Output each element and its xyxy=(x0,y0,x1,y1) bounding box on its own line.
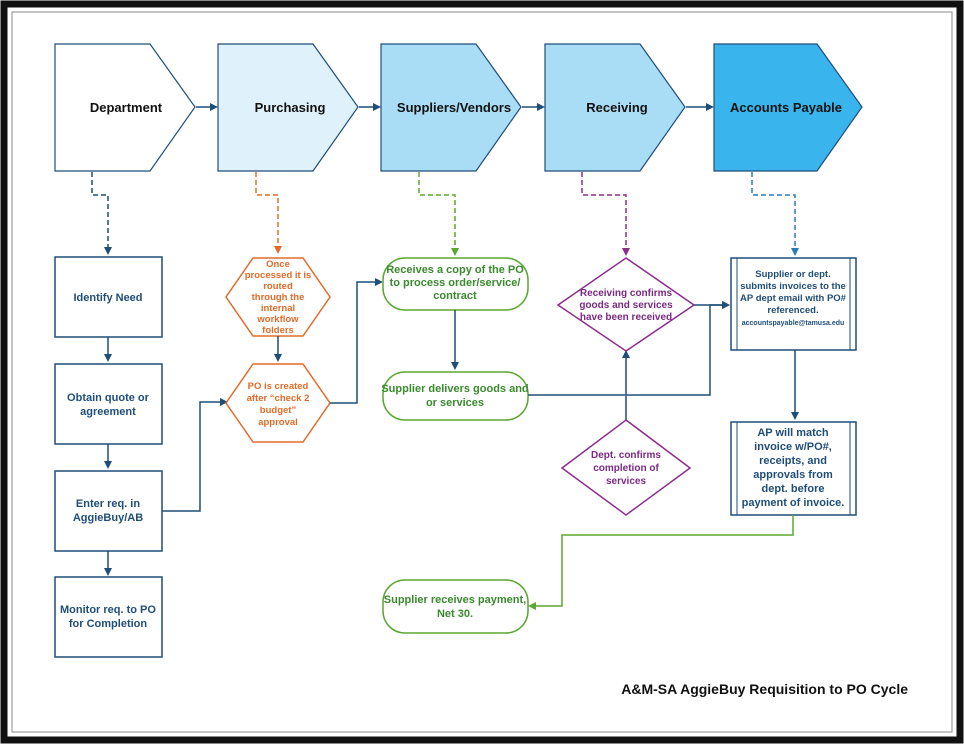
delivers-line-1: Supplier delivers goods and xyxy=(381,383,528,395)
ap-match-line-3: receipts, and xyxy=(759,455,827,467)
ap-match-box xyxy=(730,421,857,516)
arrow-match-payment xyxy=(528,515,794,610)
ap-submit-line-4: referenced. xyxy=(767,305,818,316)
obtain-quote-box xyxy=(54,363,163,445)
diagram-title: A&M-SA AggieBuy Requisition to PO Cycle xyxy=(621,681,908,697)
identify-need-text: Identify Need xyxy=(73,292,142,304)
stage-department xyxy=(54,43,196,172)
obtain-quote-line-2: agreement xyxy=(80,406,136,418)
stage-department-label: Department xyxy=(90,100,163,115)
ap-match-line-1: AP will match xyxy=(757,427,829,439)
identify-need-box xyxy=(54,256,163,338)
delivers-line-2: or services xyxy=(426,397,484,409)
receiving-confirms-line-3: have been received xyxy=(580,312,672,323)
po-created-line-4: approval xyxy=(258,417,298,428)
po-created-line-3: budget” xyxy=(260,405,297,416)
ap-email: accountspayable@tamusa.edu xyxy=(742,320,845,327)
stage-receiving xyxy=(544,43,686,172)
receives-po-line-2: to process order/service/ xyxy=(390,277,521,289)
stage-accounts-payable-label: Accounts Payable xyxy=(730,100,842,115)
inner-frame xyxy=(11,11,953,733)
dept-confirms-line-1: Dept. confirms xyxy=(591,450,661,461)
po-created-hexagon xyxy=(225,363,331,443)
dashed-supp xyxy=(418,172,459,256)
po-created-line-1: PO is created xyxy=(248,381,309,392)
arrow-enter-created xyxy=(162,398,228,512)
dept-confirms-line-2: completion of xyxy=(593,463,659,474)
monitor-req-line-2: for Completion xyxy=(69,618,147,630)
stage-purchasing xyxy=(217,43,359,172)
ap-submit-box xyxy=(730,257,857,351)
dept-confirms-diamond xyxy=(560,419,692,516)
po-created-line-2: after “check 2 xyxy=(247,393,310,404)
ap-match-line-5: dept. before xyxy=(762,483,825,495)
ap-submit-line-3: AP dept email with PO# xyxy=(740,293,847,304)
ap-submit-line-1: Supplier or dept. xyxy=(755,269,830,280)
receives-po-line-3: contract xyxy=(433,290,477,302)
dashed-recv xyxy=(581,172,630,256)
routed-line-7: folders xyxy=(262,325,294,336)
ap-match-line-4: approvals from xyxy=(753,469,833,481)
dashed-purch xyxy=(255,172,282,254)
dashed-dept xyxy=(91,172,112,255)
enter-req-box xyxy=(54,470,163,552)
receiving-confirms-line-2: goods and services xyxy=(579,300,673,311)
delivers-box xyxy=(382,371,529,421)
stage-suppliers-label: Suppliers/Vendors xyxy=(397,100,511,115)
routed-line-6: workflow xyxy=(256,314,299,325)
ap-match-line-6: payment of invoice. xyxy=(742,497,845,509)
monitor-req-line-1: Monitor req. to PO xyxy=(60,604,156,616)
routed-line-3: routed xyxy=(263,281,293,292)
routed-hexagon xyxy=(225,257,331,337)
dashed-ap xyxy=(751,172,799,256)
payment-line-1: Supplier receives payment, xyxy=(384,594,526,606)
receives-po-line-1: Receives a copy of the PO xyxy=(386,264,524,276)
routed-line-1: Once xyxy=(266,259,290,270)
dept-confirms-line-3: services xyxy=(606,476,646,487)
ap-submit-line-2: submits invoices to the xyxy=(740,281,846,292)
ap-match-line-2: invoice w/PO#, xyxy=(754,441,832,453)
receiving-confirms-diamond xyxy=(556,257,696,352)
arrow-created-receives xyxy=(330,278,383,404)
obtain-quote-line-1: Obtain quote or xyxy=(67,392,150,404)
stage-accounts-payable xyxy=(713,43,863,172)
routed-line-5: internal xyxy=(261,303,295,314)
receiving-confirms-line-1: Receiving confirms xyxy=(580,288,673,299)
routed-line-2: processed it is xyxy=(245,270,312,281)
stage-purchasing-label: Purchasing xyxy=(255,100,326,115)
payment-line-2: Net 30. xyxy=(437,608,473,620)
stage-receiving-label: Receiving xyxy=(586,100,647,115)
stage-suppliers xyxy=(380,43,522,172)
enter-req-line-1: Enter req. in xyxy=(76,498,140,510)
enter-req-line-2: AggieBuy/AB xyxy=(73,512,143,524)
routed-line-4: through the xyxy=(252,292,305,303)
monitor-req-box xyxy=(54,576,163,658)
payment-box xyxy=(382,579,529,634)
